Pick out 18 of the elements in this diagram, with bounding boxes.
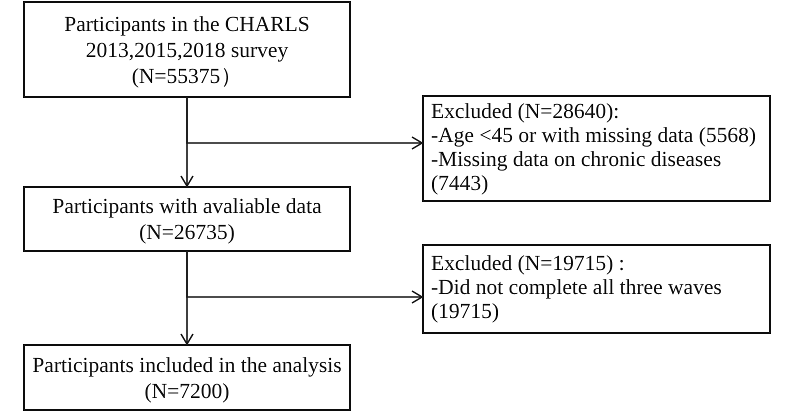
step-text: Participants in the CHARLS 2013,2015,2018 survey: [63, 10, 311, 62]
exclusion-criterion: -Missing data on chronic diseases (7443): [431, 147, 722, 195]
count-text: (N=7200): [144, 378, 230, 404]
step-text: Participants included in the analysis: [32, 352, 342, 378]
count-text: (N=55375）: [132, 62, 242, 88]
arrow: [186, 98, 423, 150]
process-box: [23, 1, 351, 98]
exclusion-box: [422, 95, 771, 202]
exclusion-heading: Excluded (N=19715) :: [431, 251, 625, 275]
process-box: [23, 344, 351, 411]
process-box: [23, 186, 351, 252]
exclusion-box: [422, 244, 771, 334]
exclusion-heading: Excluded (N=28640):: [431, 99, 620, 123]
exclusion-criterion: -Age <45 or with missing data (5568): [431, 123, 756, 147]
count-text: (N=26735): [139, 219, 235, 245]
exclusion-criterion: -Did not complete all three waves (19715): [431, 275, 723, 323]
step-text: Participants with avaliable data: [52, 193, 322, 219]
arrow: [186, 252, 423, 304]
